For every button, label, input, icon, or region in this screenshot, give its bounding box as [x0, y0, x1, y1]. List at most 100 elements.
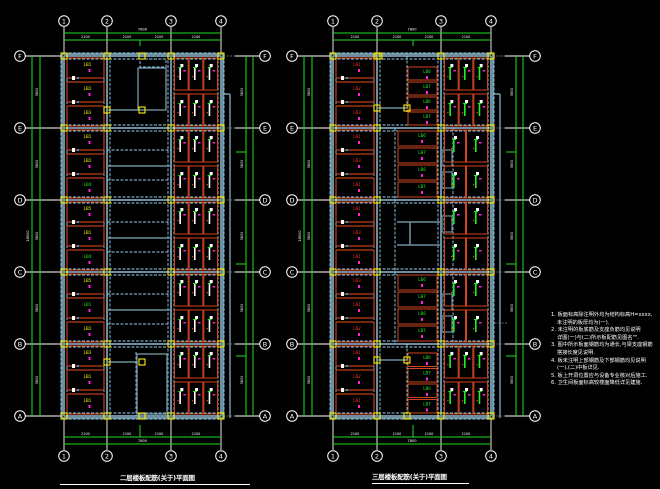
dimension-text-bottom-span: 2100: [81, 432, 90, 436]
row-axis-bubble-right-A: A: [259, 410, 271, 422]
structural-column: [329, 340, 337, 348]
stair-opening-hidden: [139, 58, 167, 68]
slab-support-mark: [450, 100, 454, 103]
column-axis-bubble-top-4: 4: [485, 15, 497, 27]
structural-column: [217, 124, 225, 132]
rebar-mark: [453, 106, 456, 108]
slab-panel: [335, 249, 375, 271]
row-axis-bubble-left-D: D: [14, 194, 26, 206]
axis-bubble-circle: [165, 450, 177, 462]
slab-panel: [407, 66, 438, 81]
axis-bubble-label: 1: [331, 452, 335, 460]
slab-support-mark: [72, 220, 75, 224]
rebar-mark: [88, 309, 91, 312]
rebar-mark: [177, 400, 179, 402]
axis-bubble-circle: [101, 15, 113, 27]
rebar-mark: [206, 292, 208, 294]
slab-rebar-label: LB2: [353, 374, 361, 379]
axis-bubble-label: E: [533, 124, 537, 132]
rebar-bar-vertical: [194, 320, 196, 332]
rebar-mark: [346, 77, 348, 79]
slab-panels-left-bay: LB1LB2LB3LB1LB2LB4LB5LB1LB4LB5LB1LB2LB3L…: [66, 57, 105, 415]
structural-column: [437, 52, 445, 60]
slab-rebar-label: LB3: [353, 158, 361, 163]
rebar-bar-vertical: [453, 176, 455, 188]
rebar-mark: [206, 364, 208, 366]
structural-column: [103, 196, 111, 204]
slab-panel: [397, 274, 438, 291]
structural-column: [167, 124, 175, 132]
rebar-mark: [346, 221, 348, 223]
slab-rebar-label: LB7: [423, 402, 431, 407]
rebar-mark: [88, 93, 91, 96]
rebar-bar-vertical: [475, 212, 477, 224]
slab-rebar-label: LB1: [84, 398, 92, 403]
axis-bubble-label: C: [533, 268, 538, 276]
rebar-mark: [192, 76, 194, 78]
rebar-mark: [468, 358, 471, 360]
rebar-mark: [193, 103, 197, 104]
slab-panel: [188, 57, 204, 91]
rebar-mark: [212, 250, 216, 252]
rebar-mark: [198, 322, 201, 324]
dimension-text-bottom-overall: 7800: [407, 439, 417, 443]
structural-column: [487, 412, 495, 420]
rebar-mark: [193, 283, 197, 284]
slab-panel: [335, 153, 375, 175]
rebar-mark: [207, 103, 212, 104]
rebar-mark: [346, 293, 348, 295]
axis-bubble-circle: [286, 194, 298, 206]
structural-column: [217, 268, 225, 276]
dimension-text-bottom-span: 2100: [123, 432, 132, 436]
slab-panel: [174, 345, 189, 379]
rebar-mark: [462, 364, 464, 366]
rebar-bar-vertical: [194, 176, 196, 188]
slab-support-mark: [209, 136, 213, 139]
rebar-mark: [476, 112, 478, 114]
slab-support-mark: [454, 172, 457, 175]
axis-bubble-label: E: [18, 124, 22, 132]
stair-opening: [136, 353, 168, 415]
slab-panel: [174, 237, 189, 271]
slab-panel: [203, 57, 218, 91]
slab-support-mark: [209, 316, 213, 319]
rebar-mark: [358, 141, 360, 144]
rebar-mark: [177, 292, 179, 294]
axis-bubble-label: B: [263, 340, 267, 348]
rebar-mark: [426, 393, 428, 396]
rebar-mark: [346, 245, 348, 247]
axis-bubble-label: 3: [439, 17, 443, 25]
slab-support-mark: [209, 100, 213, 103]
rebar-mark: [462, 76, 464, 78]
rebar-bar-vertical: [478, 68, 481, 80]
slab-panel: [407, 352, 438, 367]
slab-panel: [174, 57, 189, 91]
dimension-text-left-span: 3600: [35, 376, 39, 385]
rebar-mark: [212, 70, 216, 72]
rebar-mark: [346, 149, 348, 151]
slab-rebar-label: LB7: [423, 114, 431, 119]
row-axis-bubble-left-C: C: [14, 266, 26, 278]
rebar-mark: [346, 173, 348, 175]
rebar-mark: [178, 283, 183, 284]
rebar-mark: [198, 358, 201, 360]
slab-panel: [458, 381, 474, 415]
slab-panels-right-bay: [444, 57, 489, 415]
rebar-mark: [448, 355, 453, 356]
slab-rebar-label: LB4: [84, 182, 92, 187]
rebar-mark: [88, 285, 91, 288]
slab-panel: [66, 249, 105, 271]
slab-support-mark: [195, 64, 198, 67]
structural-column: [403, 104, 411, 112]
rebar-bar-vertical: [453, 248, 455, 260]
structural-column: [373, 196, 381, 204]
axis-bubble-circle: [58, 15, 70, 27]
rebar-mark: [358, 309, 360, 312]
rebar-mark: [453, 70, 456, 72]
structural-column: [167, 340, 175, 348]
rebar-mark: [88, 165, 91, 168]
slab-support-mark: [479, 352, 483, 355]
slab-panel: [466, 201, 488, 235]
rebar-bar-vertical: [194, 248, 196, 260]
slab-panel: [188, 237, 204, 271]
